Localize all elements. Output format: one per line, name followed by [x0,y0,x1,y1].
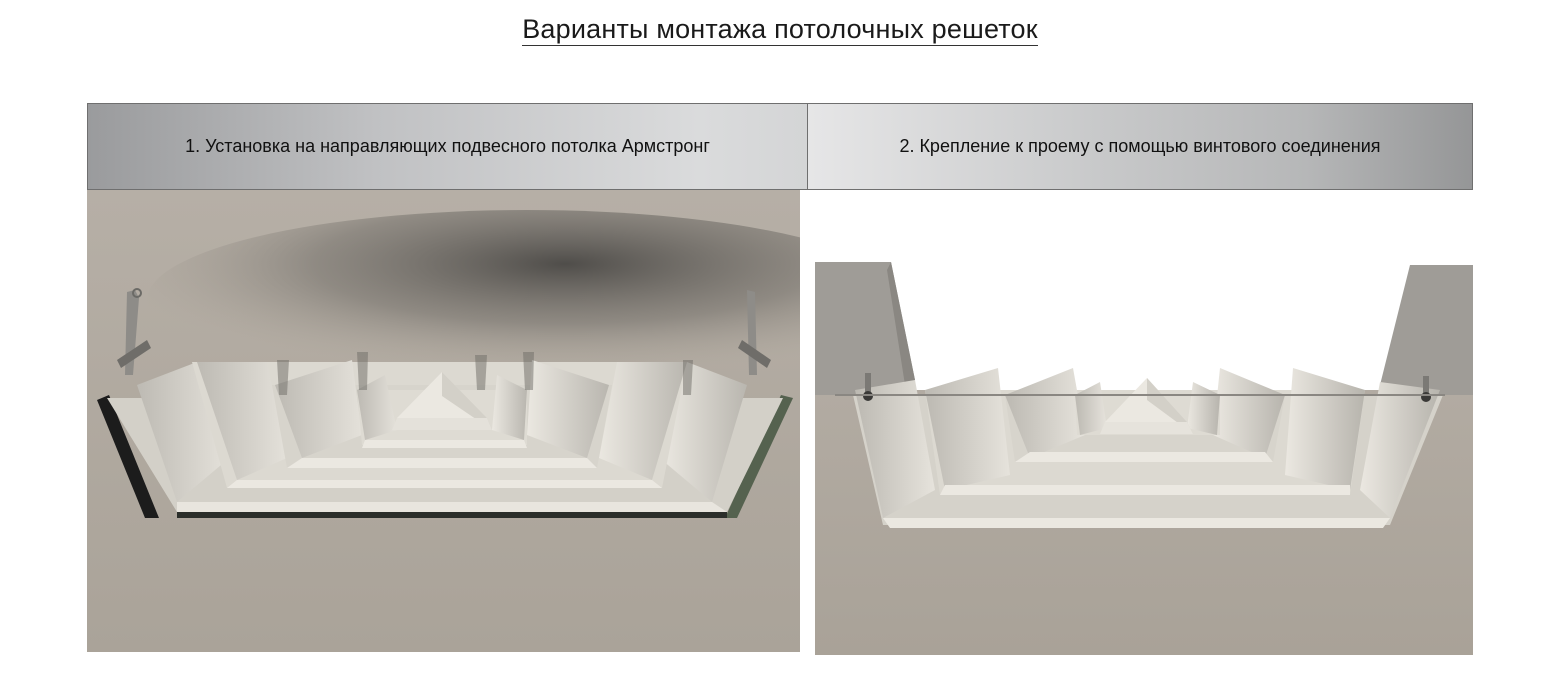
mounting-options-header: 1. Установка на направляющих подвесного … [87,103,1473,190]
page-title-text: Варианты монтажа потолочных решеток [522,14,1038,46]
option-2-header: 2. Крепление к проему с помощью винтовог… [808,104,1472,189]
ceiling-grille-armstrong-rail-render [87,190,800,652]
page-title: Варианты монтажа потолочных решеток [0,14,1554,46]
ceiling-grille-screw-mount-render [815,190,1473,655]
option-1-header: 1. Установка на направляющих подвесного … [88,104,808,189]
screw-mount-illustration [815,190,1473,655]
armstrong-mount-illustration [87,190,800,652]
